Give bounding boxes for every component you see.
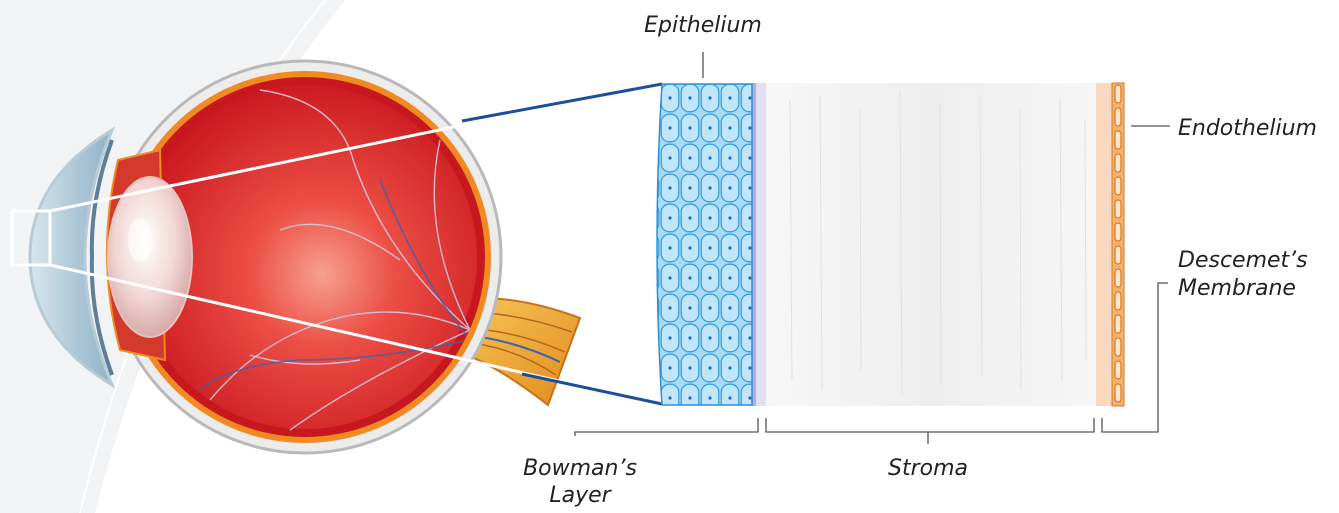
bowmans-label-line2: Layer — [510, 483, 650, 508]
cornea-cross-section — [657, 83, 1124, 406]
stroma-bracket — [766, 418, 1094, 444]
stroma-layer — [766, 83, 1096, 406]
epithelium-label: Epithelium — [633, 13, 773, 38]
bowmans-label-line1: Bowman’s — [510, 456, 650, 481]
descemets-label-line2: Membrane — [1178, 276, 1318, 301]
epithelium-layer — [657, 84, 752, 405]
endothelium-layer — [1112, 83, 1124, 406]
descemets-membrane-layer — [1096, 83, 1112, 406]
stroma-label: Stroma — [858, 456, 998, 481]
lens — [108, 177, 192, 337]
endothelium-label: Endothelium — [1178, 116, 1338, 141]
eyeball — [107, 61, 501, 453]
bowmans-bracket — [575, 418, 758, 436]
descemets-label-line1: Descemet’s — [1178, 248, 1318, 273]
